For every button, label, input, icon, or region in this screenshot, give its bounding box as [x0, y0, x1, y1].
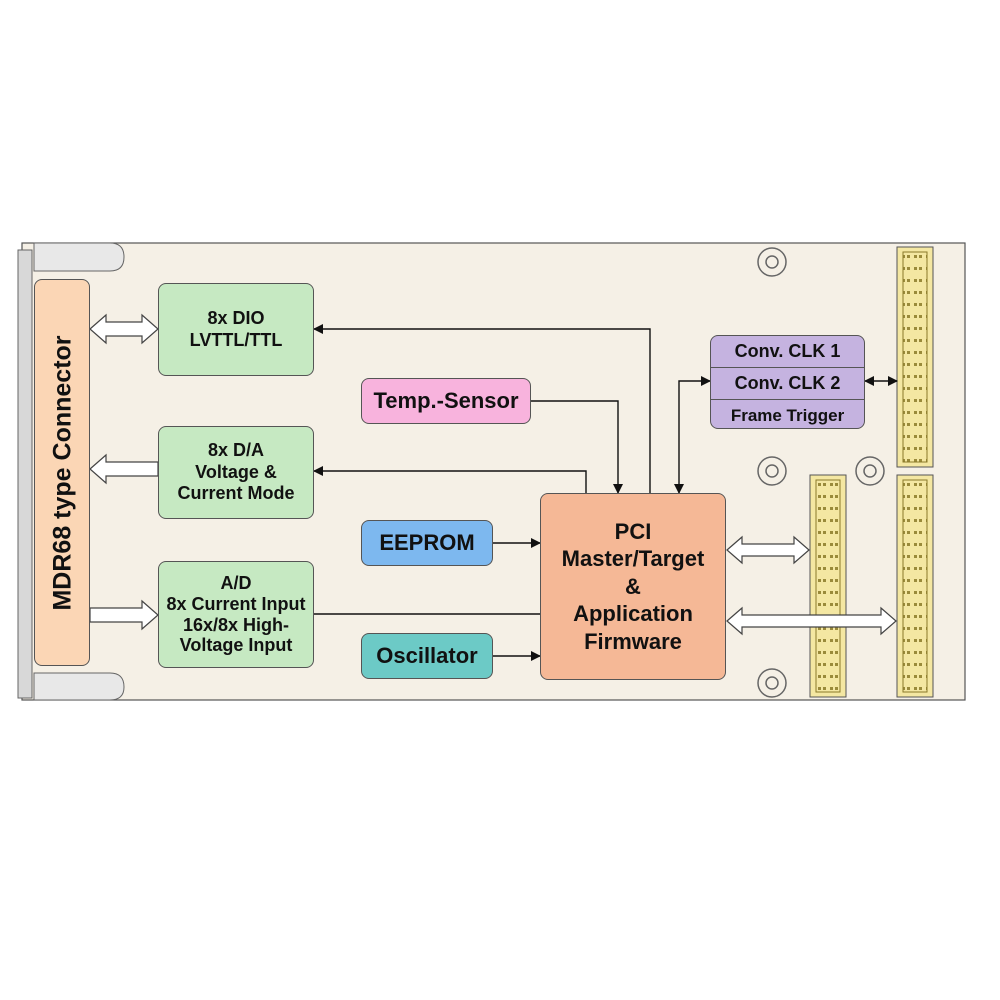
pci-block: PCI Master/Target & Application Firmware: [540, 493, 726, 680]
pci-bus-arrow-upper: [726, 535, 810, 565]
temp-sensor-label: Temp.-Sensor: [373, 387, 519, 413]
line-pci-clock: [674, 376, 711, 494]
temp-sensor-block: Temp.-Sensor: [361, 378, 531, 424]
ad-connector-arrow: [89, 599, 159, 631]
pci-line-1: PCI: [614, 518, 652, 544]
panel-tab-bottom: [33, 672, 125, 701]
mounting-hole: [757, 247, 885, 698]
conv-clk-2: Conv. CLK 2: [711, 367, 864, 399]
ad-line-3: 16x/8x High-: [182, 614, 290, 635]
pci-line-2: Master/Target: [561, 546, 705, 572]
line-temp-pci: [531, 400, 623, 494]
pcb-connector-bottom-right: [896, 474, 934, 698]
line-pci-da: [313, 466, 587, 493]
da-line-1: 8x D/A: [207, 440, 265, 461]
eeprom-label: EEPROM: [379, 529, 475, 555]
ad-line-1: A/D: [220, 573, 252, 594]
da-line-2: Voltage &: [195, 461, 277, 482]
ad-line-2: 8x Current Input: [166, 593, 306, 614]
ad-block: A/D 8x Current Input 16x/8x High- Voltag…: [158, 561, 314, 668]
pci-bus-arrow-lower: [726, 606, 897, 636]
oscillator-block: Oscillator: [361, 633, 493, 679]
frame-trigger: Frame Trigger: [711, 399, 864, 428]
pcb-connector-top-right: [896, 246, 934, 468]
dio-line-2: LVTTL/TTL: [189, 329, 283, 350]
mdr68-connector-label: MDR68 type Connector: [48, 335, 77, 611]
panel-tab-top: [33, 242, 125, 272]
pci-line-5: Firmware: [584, 628, 682, 654]
dio-block: 8x DIO LVTTL/TTL: [158, 283, 314, 376]
pci-line-3: &: [625, 573, 641, 599]
mdr68-connector: MDR68 type Connector: [34, 279, 90, 666]
pci-line-4: Application: [573, 601, 693, 627]
line-pci-dio: [313, 324, 651, 493]
conv-clk-1: Conv. CLK 1: [734, 341, 841, 361]
da-block: 8x D/A Voltage & Current Mode: [158, 426, 314, 519]
eeprom-block: EEPROM: [361, 520, 493, 566]
clock-trigger-block: Conv. CLK 1 Conv. CLK 2 Frame Trigger: [710, 335, 865, 429]
pcb-connector-bottom-mid: [809, 474, 847, 698]
oscillator-label: Oscillator: [376, 642, 478, 668]
dio-line-1: 8x DIO: [207, 307, 265, 328]
ad-line-4: Voltage Input: [179, 635, 293, 656]
front-panel: [17, 249, 33, 699]
da-line-3: Current Mode: [177, 483, 295, 504]
